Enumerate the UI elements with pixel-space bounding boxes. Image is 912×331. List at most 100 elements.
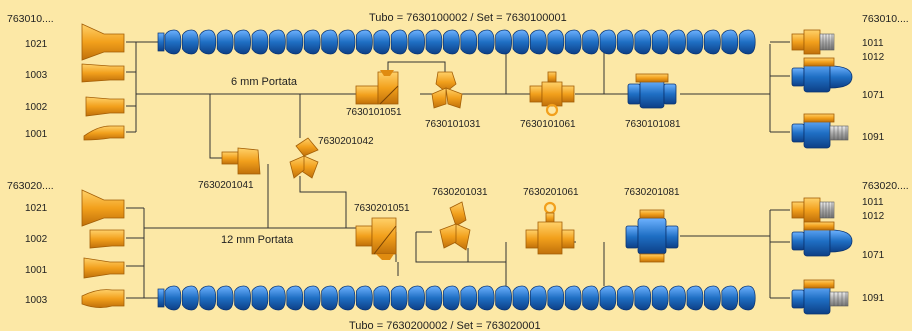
top-right-prefix: 763010....	[862, 13, 909, 25]
hose-segment	[651, 285, 669, 311]
hose-segment	[704, 285, 721, 311]
hose-segment	[390, 29, 408, 55]
hose-segment	[356, 285, 373, 311]
ball-valve-icon	[627, 73, 677, 109]
ball-valve-icon	[791, 279, 849, 315]
bottom-nozzle-code-3: 1001	[25, 265, 48, 276]
bottom-right-code-1: 1011	[862, 197, 884, 208]
hose-segment	[182, 29, 199, 55]
hose-segment	[651, 29, 669, 55]
ball-valve-icon	[791, 57, 853, 93]
top-tube-label: Tubo = 7630100002 / Set = 7630100001	[369, 12, 567, 24]
hose-segment	[582, 29, 599, 55]
round-nozzle-icon	[89, 229, 125, 249]
elbow-fitting-icon	[355, 217, 397, 260]
hose-segment	[443, 285, 460, 311]
hose-segment	[199, 29, 217, 55]
round-nozzle-icon	[81, 289, 125, 308]
hose-segment	[599, 29, 617, 55]
ball-valve-icon	[791, 221, 853, 257]
hose-segment	[303, 29, 321, 55]
round-nozzle-icon	[81, 63, 125, 83]
hose-segment	[269, 29, 286, 55]
top-nozzle-code-2: 1003	[25, 70, 48, 81]
top-flow-label: 6 mm Portata	[231, 76, 298, 88]
hose-segment	[408, 285, 425, 311]
hose-segment	[251, 29, 269, 55]
hose-segment	[617, 285, 634, 311]
top-part-3: 7630101061	[520, 119, 576, 130]
hose-end-cap	[157, 288, 165, 308]
hose-segment	[321, 285, 338, 311]
hose-segment	[686, 285, 704, 311]
fan-nozzle-icon	[81, 189, 125, 227]
hose-end-cap	[157, 32, 165, 52]
hose-segment	[564, 29, 582, 55]
round-nozzle-icon	[221, 147, 261, 175]
top-part-1: 7630101051	[346, 107, 402, 118]
top-prefix: 763010....	[7, 13, 54, 25]
hose-segment	[303, 285, 321, 311]
bottom-right-code-3: 1071	[862, 250, 885, 261]
bottom-flow-label: 12 mm Portata	[221, 234, 294, 246]
hose-segment	[338, 29, 356, 55]
hose-segment	[286, 285, 304, 311]
y-splitter-icon	[431, 71, 463, 109]
top-nozzle-code-1: 1021	[25, 39, 48, 50]
bottom-part-4: 7630201081	[624, 187, 680, 198]
hose-segment	[530, 285, 547, 311]
hose-segment	[564, 285, 582, 311]
top-part-4: 7630101081	[625, 119, 681, 130]
y-splitter-icon	[289, 137, 319, 179]
y-splitter-icon	[439, 201, 471, 251]
top-nozzle-code-4: 1001	[25, 129, 48, 140]
hose-segment	[460, 285, 478, 311]
hose-segment	[704, 29, 721, 55]
round-nozzle-icon	[83, 257, 125, 279]
top-right-code-2: 1012	[862, 52, 885, 63]
elbow-fitting-icon	[355, 70, 399, 105]
top-section: 763010.... Tubo = 7630100002 / Set = 763…	[7, 12, 909, 191]
bottom-right-prefix: 763020....	[862, 180, 909, 192]
hose-segment	[477, 285, 495, 311]
threaded-connector-icon	[791, 29, 835, 55]
hose-segment	[164, 285, 182, 311]
hose-segment	[425, 285, 443, 311]
hose-segment	[721, 29, 739, 55]
hose-segment	[686, 29, 704, 55]
bottom-nozzle-code-2: 1002	[25, 234, 48, 245]
bottom-section: 763020.... Tubo = 7630200002 / Set = 763…	[7, 164, 909, 331]
hose-segment	[530, 29, 547, 55]
hose-segment	[721, 285, 739, 311]
bottom-part-2: 7630201031	[432, 187, 488, 198]
hose-segment	[512, 285, 530, 311]
top-right-code-3: 1071	[862, 90, 885, 101]
segmented-hose-icon	[157, 285, 756, 311]
bottom-part-3: 7630201061	[523, 187, 579, 198]
hose-segment	[216, 29, 234, 55]
hose-segment	[460, 29, 478, 55]
bottom-right-code-2: 1012	[862, 211, 885, 222]
hose-segment	[234, 285, 251, 311]
hose-segment	[477, 29, 495, 55]
top-part-2: 7630101031	[425, 119, 481, 130]
reducer-label: 7630201041	[198, 180, 254, 191]
hose-segment	[164, 29, 182, 55]
hose-segment	[251, 285, 269, 311]
hose-segment	[738, 29, 756, 55]
bottom-nozzle-code-1: 1021	[25, 203, 48, 214]
bottom-part-1: 7630201051	[354, 203, 410, 214]
ball-valve-icon	[625, 209, 679, 263]
top-nozzle-code-3: 1002	[25, 102, 48, 113]
hose-segment	[547, 29, 565, 55]
top-right-code-4: 1091	[862, 132, 885, 143]
hose-segment	[199, 285, 217, 311]
splitter-label: 7630201042	[318, 136, 374, 147]
hose-segment	[321, 29, 338, 55]
hose-segment	[408, 29, 425, 55]
hose-segment	[286, 29, 304, 55]
hose-segment	[443, 29, 460, 55]
fan-nozzle-icon	[81, 23, 125, 61]
hose-segment	[495, 29, 512, 55]
segmented-hose-icon	[157, 29, 756, 55]
